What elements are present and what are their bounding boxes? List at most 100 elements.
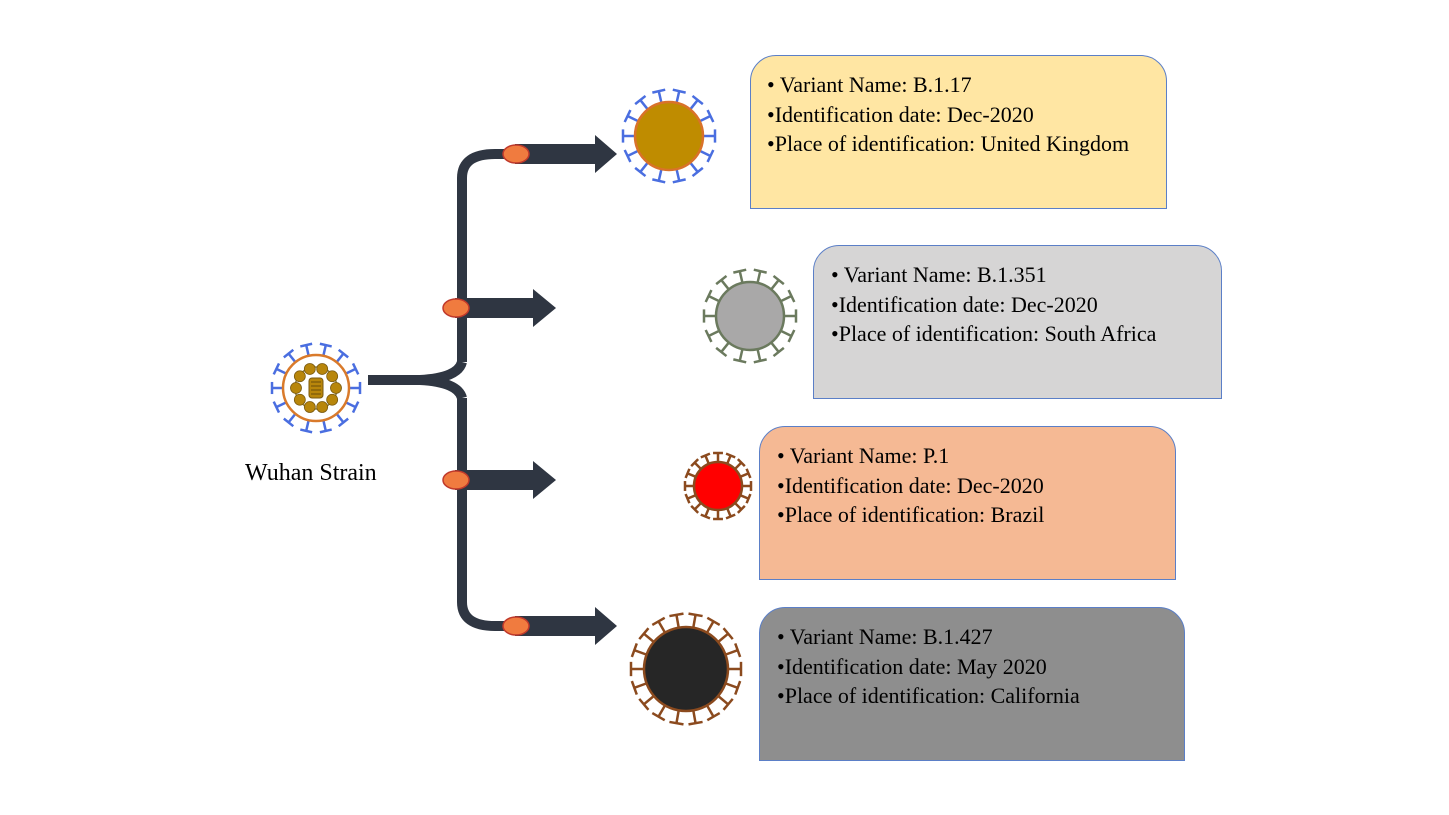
spike-protein-icon [690, 458, 702, 470]
spike-protein-icon [335, 413, 349, 428]
identification-place-line: •Place of identification: South Africa [831, 321, 1157, 346]
spike-protein-icon [725, 680, 742, 695]
spike-protein-icon [690, 502, 702, 514]
spike-protein-icon [300, 419, 313, 434]
branch-connectors [368, 135, 617, 645]
arrow-to-variant-0 [515, 135, 617, 173]
capsid-bead [316, 363, 329, 375]
variant-b1351-virus-icon [702, 268, 798, 364]
variant-card-b117: • Variant Name: B.1.17 •Identification d… [750, 55, 1167, 209]
spike-protein-icon [700, 452, 711, 465]
spike-protein-icon [780, 289, 796, 303]
spike-protein-icon [651, 616, 667, 634]
spike-protein-icon [652, 88, 666, 104]
origin-stem-lower [419, 375, 467, 400]
spike-protein-icon [345, 401, 360, 414]
capsid-bead [303, 401, 316, 413]
variant-name-line: • Variant Name: B.1.427 [777, 624, 993, 649]
identification-place-line: •Place of identification: United Kingdom [767, 131, 1130, 156]
arrow-to-variant-1 [455, 289, 556, 327]
branch-node-1 [442, 298, 470, 318]
spike-protein-icon [283, 413, 297, 428]
arrow-to-variant-3 [515, 607, 617, 645]
spike-protein-icon [335, 348, 349, 363]
spike-protein-icon [300, 342, 313, 357]
capsid-bead [326, 370, 339, 383]
spike-protein-icon [630, 680, 647, 695]
identification-date-line: •Identification date: Dec-2020 [831, 291, 1098, 317]
spike-protein-icon [725, 507, 736, 520]
spike-protein-icon [669, 612, 684, 628]
spike-protein-icon [688, 612, 703, 628]
spike-protein-icon [669, 710, 684, 726]
branch-node-0 [502, 144, 530, 164]
virus-body [642, 625, 730, 713]
spike-protein-icon [623, 109, 639, 123]
spike-protein-icon [739, 468, 752, 479]
origin-strain-label: Wuhan Strain [245, 460, 377, 486]
identification-date-line: •Identification date: Dec-2020 [767, 101, 1034, 127]
variant-b1427-virus-icon [629, 612, 743, 726]
branch-node-3 [502, 616, 530, 636]
spike-protein-icon [272, 362, 287, 375]
variant-name-line: • Variant Name: B.1.351 [831, 262, 1047, 287]
spike-protein-icon [623, 149, 639, 163]
spike-protein-icon [704, 329, 720, 343]
spike-protein-icon [672, 88, 686, 104]
capsid-bead [330, 382, 342, 394]
spike-protein-icon [683, 481, 694, 491]
trunk-upper [457, 149, 520, 362]
spike-protein-icon [713, 510, 723, 521]
spike-protein-icon [733, 268, 747, 284]
spike-protein-icon [734, 502, 746, 514]
spike-protein-icon [717, 627, 734, 643]
spike-protein-icon [705, 704, 721, 722]
spike-protein-icon [634, 161, 649, 178]
spike-protein-icon [638, 627, 655, 643]
spike-protein-icon [742, 481, 753, 491]
spike-protein-icon [270, 381, 283, 395]
spike-protein-icon [621, 129, 635, 143]
arrow-to-variant-2 [455, 461, 556, 499]
capsid-bead [303, 363, 316, 375]
origin-stem [368, 360, 467, 385]
trunk-lower [457, 398, 520, 631]
wuhan-strain-virus-icon [270, 342, 362, 434]
spike-protein-icon [684, 493, 697, 504]
variant-card-b1427: • Variant Name: B.1.427 •Identification … [759, 607, 1185, 761]
variant-card-p1: • Variant Name: P.1 •Identification date… [759, 426, 1176, 580]
spike-protein-icon [753, 348, 767, 364]
spike-protein-icon [699, 109, 715, 123]
spike-protein-icon [684, 468, 697, 479]
spike-protein-icon [689, 161, 704, 178]
branch-node-2 [442, 470, 470, 490]
virus-body [692, 460, 744, 512]
capsid-bead [316, 401, 329, 413]
spike-protein-icon [672, 168, 686, 184]
capsid-bead [293, 370, 306, 383]
identification-date-line: •Identification date: Dec-2020 [777, 472, 1044, 498]
identification-date-line: •Identification date: May 2020 [777, 653, 1047, 679]
variant-card-b1351: • Variant Name: B.1.351 •Identification … [813, 245, 1222, 399]
spike-protein-icon [733, 348, 747, 364]
variant-name-line: • Variant Name: B.1.17 [767, 72, 972, 97]
spike-protein-icon [703, 129, 717, 143]
spike-protein-icon [283, 348, 297, 363]
spike-protein-icon [715, 341, 730, 358]
spike-protein-icon [638, 695, 655, 711]
spike-protein-icon [753, 268, 767, 284]
virus-body [714, 280, 786, 352]
spike-protein-icon [630, 643, 647, 658]
spike-protein-icon [634, 94, 649, 111]
spike-protein-icon [272, 401, 287, 414]
spike-protein-icon [700, 507, 711, 520]
spike-protein-icon [705, 616, 721, 634]
spike-protein-icon [715, 274, 730, 291]
spike-protein-icon [717, 695, 734, 711]
spike-protein-icon [725, 643, 742, 658]
spike-protein-icon [699, 149, 715, 163]
variant-name-line: • Variant Name: P.1 [777, 443, 950, 468]
spike-protein-icon [713, 451, 723, 462]
genome-core [308, 377, 324, 399]
spike-protein-icon [784, 309, 798, 323]
